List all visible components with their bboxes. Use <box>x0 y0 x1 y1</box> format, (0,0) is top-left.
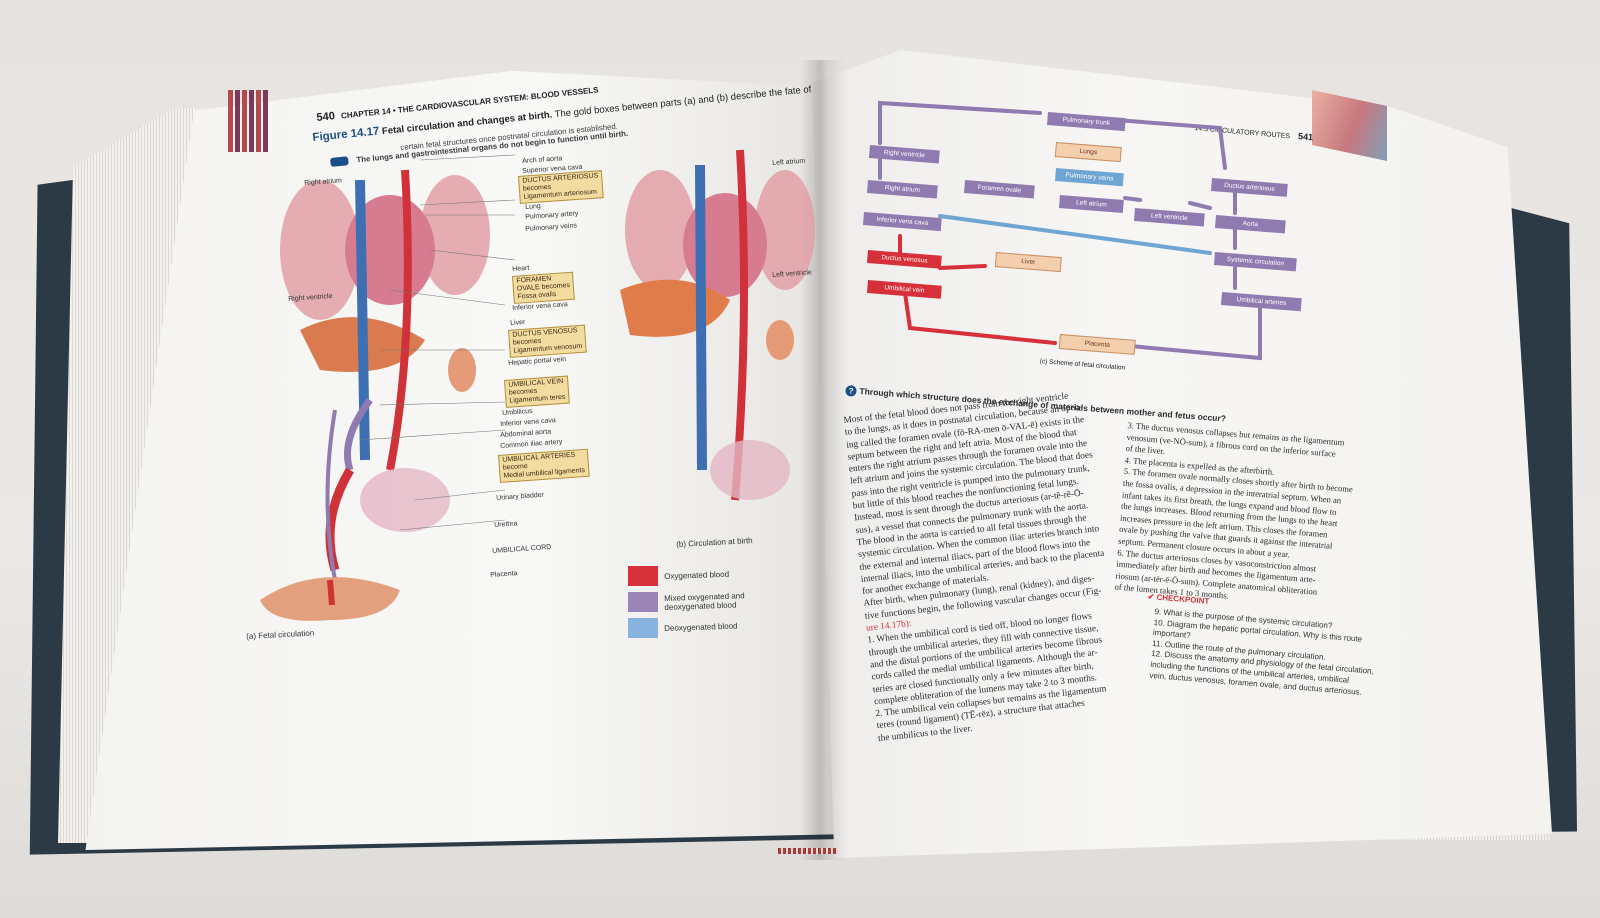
gold-box-ductus-arteriosus: DUCTUS ARTERIOSUS becomes Ligamentum art… <box>518 170 604 204</box>
legend-label-mixed: Mixed oxygenated and deoxygenated blood <box>664 591 745 612</box>
gold-box-ductus-venosus: DUCTUS VENOSUS becomes Ligamentum venosu… <box>508 324 587 358</box>
legend-swatch-mixed <box>628 592 658 612</box>
book-headband <box>778 848 838 854</box>
body-text-column-1: Most of the fetal blood does not pass fr… <box>843 391 1107 744</box>
question-icon: ? <box>845 384 857 397</box>
gold-box-umbilical-vein: UMBILICAL VEIN becomes Ligamentum teres <box>504 375 570 408</box>
left-page-number: 540 <box>316 110 336 124</box>
fetal-circulation-scheme-arrows <box>878 100 1262 361</box>
body-text-column-2: 3. The ductus venosus collapses but rema… <box>1114 420 1354 601</box>
gold-box-foramen-ovale: FORAMEN OVALE becomes Fossa ovalis <box>512 271 575 304</box>
label-lung: Lung <box>525 202 542 211</box>
legend-swatch-deoxygenated <box>628 618 658 638</box>
label-heart: Heart <box>512 264 530 273</box>
label-liver: Liver <box>510 318 526 327</box>
fetal-circulation-illustration <box>260 149 815 621</box>
checkmark-icon: ✔ <box>1147 592 1155 602</box>
chapter-thumb-tabs <box>228 90 290 152</box>
legend-swatch-oxygenated <box>628 566 658 586</box>
